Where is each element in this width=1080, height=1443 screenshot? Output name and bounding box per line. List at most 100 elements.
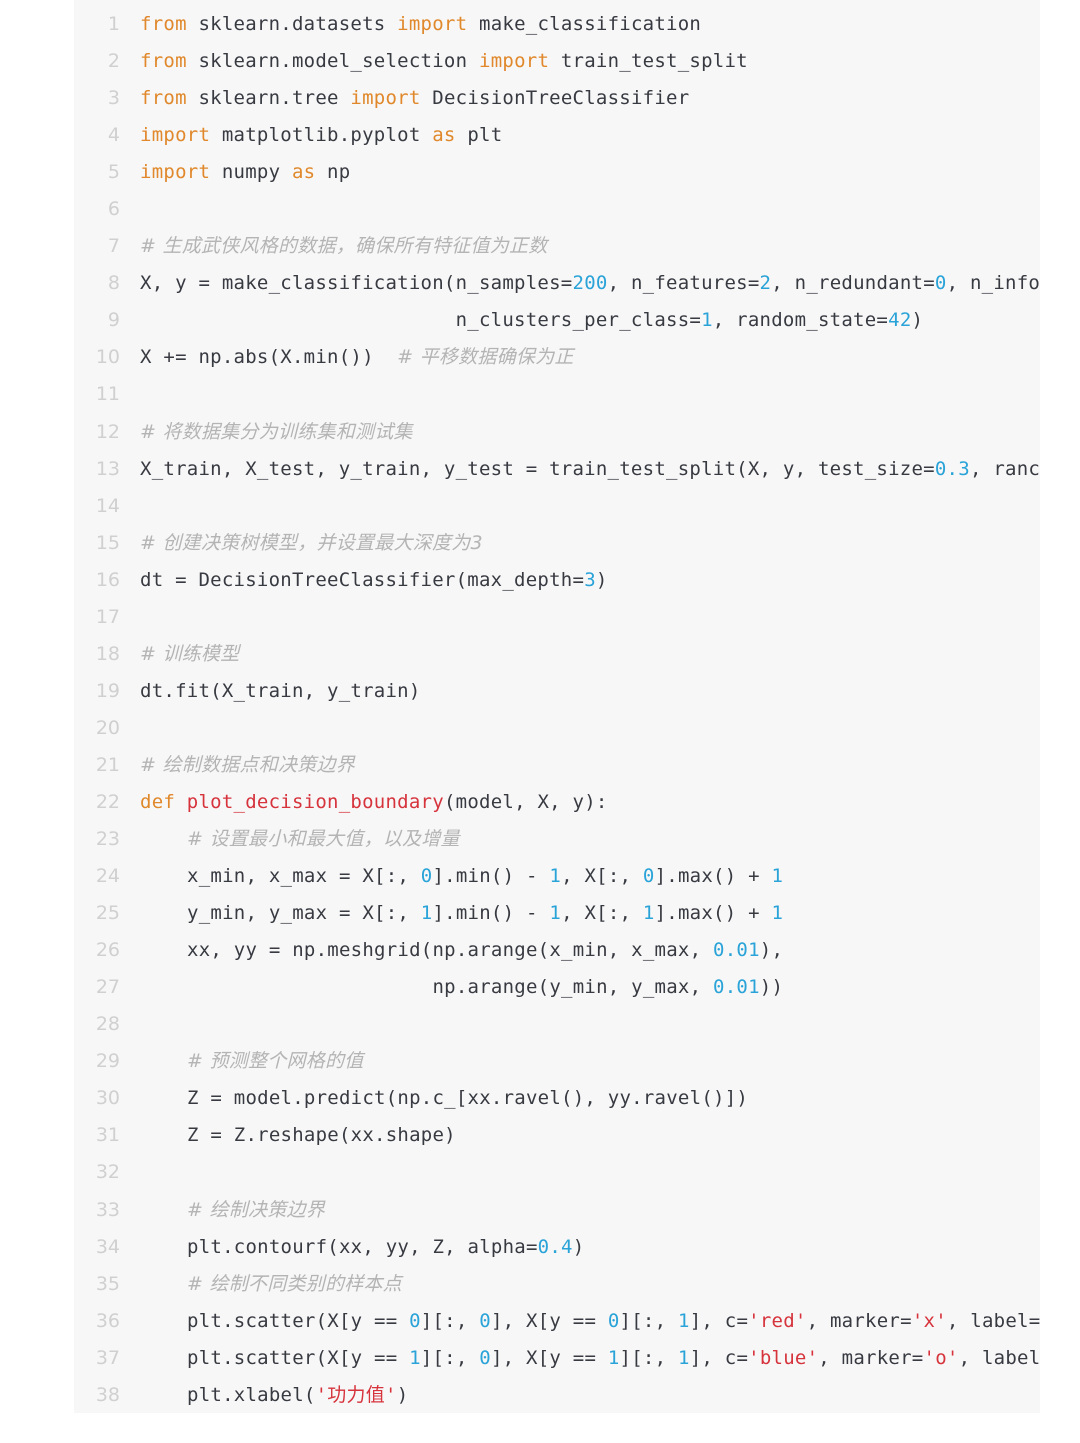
- code-text: plt.xlabel('功力值'): [187, 1377, 408, 1413]
- code-line[interactable]: 27 np.arange(y_min, y_max, 0.01)): [74, 969, 1040, 1006]
- code-line[interactable]: 18# 训练模型: [74, 636, 1040, 673]
- code-token: ].min() -: [432, 902, 550, 925]
- line-number: 3: [107, 87, 120, 110]
- code-token: 2: [759, 272, 772, 295]
- code-token: dt = DecisionTreeClassifier(max_depth=: [140, 568, 585, 591]
- code-line[interactable]: 23# 设置最小和最大值，以及增量: [74, 821, 1040, 858]
- code-line[interactable]: 28: [74, 1006, 1040, 1043]
- code-line[interactable]: 11: [74, 376, 1040, 413]
- code-comment: # 绘制数据点和决策边界: [140, 753, 355, 776]
- code-token: ): [595, 568, 608, 591]
- code-line[interactable]: 35# 绘制不同类别的样本点: [74, 1266, 1040, 1303]
- code-token: 1: [420, 902, 433, 925]
- code-token: plt.contourf(xx, yy, Z, alpha=: [187, 1235, 538, 1258]
- code-token: 0.01: [713, 976, 760, 999]
- code-token: 'blue': [748, 1346, 819, 1369]
- code-token: , label: [958, 1346, 1040, 1369]
- line-number: 2: [107, 50, 120, 73]
- code-token: plt: [455, 124, 503, 147]
- code-line[interactable]: 12# 将数据集分为训练集和测试集: [74, 414, 1040, 451]
- code-text: X_train, X_test, y_train, y_test = train…: [140, 451, 1040, 488]
- line-number: 1: [107, 13, 120, 35]
- code-line[interactable]: 7# 生成武侠风格的数据，确保所有特征值为正数: [74, 228, 1040, 265]
- code-token: 42: [888, 309, 912, 332]
- code-token: 0: [479, 1346, 491, 1369]
- code-comment: # 绘制决策边界: [187, 1198, 325, 1221]
- code-token: 1: [678, 1346, 690, 1369]
- code-line[interactable]: 33# 绘制决策边界: [74, 1192, 1040, 1229]
- code-token: 1: [771, 902, 784, 925]
- code-line[interactable]: 14: [74, 488, 1040, 525]
- code-comment: # 绘制不同类别的样本点: [187, 1272, 402, 1295]
- code-text: # 预测整个网格的值: [187, 1043, 363, 1080]
- code-token: 'o': [923, 1346, 959, 1369]
- code-line[interactable]: 17: [74, 599, 1040, 636]
- code-token: 0: [409, 1309, 421, 1332]
- code-text: x_min, x_max = X[:, 0].min() - 1, X[:, 0…: [187, 858, 783, 895]
- line-number: 14: [95, 494, 120, 517]
- line-number: 28: [95, 1013, 120, 1036]
- code-line[interactable]: 32: [74, 1154, 1040, 1191]
- line-number: 9: [107, 309, 120, 332]
- line-number: 20: [95, 716, 120, 739]
- code-token: plt.xlabel(: [187, 1383, 316, 1406]
- code-token: ], X[y ==: [490, 1346, 608, 1369]
- line-number: 29: [95, 1050, 120, 1073]
- line-number: 22: [95, 790, 120, 813]
- code-text: xx, yy = np.meshgrid(np.arange(x_min, x_…: [187, 932, 783, 969]
- code-token: X_train, X_test, y_train, y_test = train…: [140, 457, 935, 480]
- code-token: import: [350, 87, 421, 110]
- code-token: def: [140, 790, 176, 813]
- code-line[interactable]: 6: [74, 191, 1040, 228]
- code-token: , n_info: [946, 272, 1040, 295]
- code-comment: # 平移数据确保为正: [397, 346, 574, 369]
- code-token: 0: [934, 272, 947, 295]
- code-text: # 绘制决策边界: [187, 1192, 325, 1229]
- code-token: 1: [771, 865, 784, 888]
- code-token: 3: [584, 568, 596, 591]
- code-line[interactable]: 29 # 预测整个网格的值: [74, 1043, 1040, 1080]
- code-line[interactable]: 20: [74, 710, 1040, 747]
- line-number: 5: [107, 161, 120, 184]
- code-token: , label=: [946, 1309, 1040, 1332]
- code-token: ): [572, 1235, 585, 1258]
- code-text: np.arange(y_min, y_max, 0.01)): [187, 969, 783, 1006]
- code-token: as: [291, 161, 316, 184]
- code-token: ].min() -: [432, 865, 550, 888]
- code-token: , X[:,: [561, 902, 643, 925]
- code-line[interactable]: 21# 绘制数据点和决策边界: [74, 747, 1040, 784]
- code-line[interactable]: 15# 创建决策树模型，并设置最大深度为3: [74, 525, 1040, 562]
- code-token: '功力值': [315, 1383, 397, 1406]
- code-token: , n_redundant=: [771, 272, 935, 295]
- code-token: , marker=: [818, 1346, 924, 1369]
- code-line[interactable]: 9 n_clusters_per_class=1, random_state=4…: [74, 302, 1040, 339]
- code-token: 0: [420, 865, 433, 888]
- code-token: , ranc: [969, 457, 1040, 480]
- code-token: )): [759, 976, 784, 999]
- code-token: , n_features=: [607, 272, 760, 295]
- code-token: import: [140, 161, 211, 184]
- code-text: # 绘制数据点和决策边界: [140, 747, 355, 784]
- code-text: n_clusters_per_class=1, random_state=42): [140, 302, 923, 339]
